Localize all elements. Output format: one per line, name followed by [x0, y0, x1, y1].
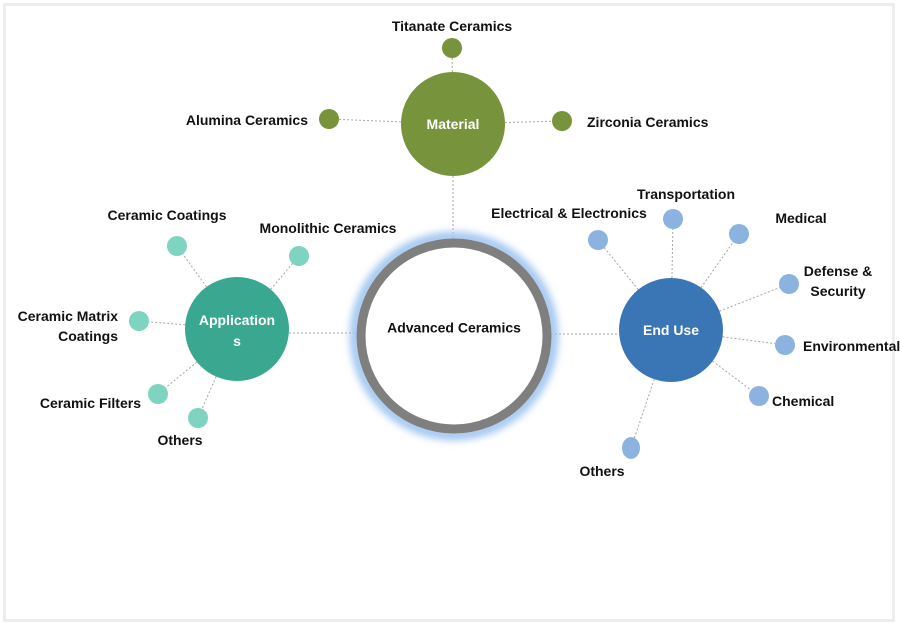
- applications-child-node: [148, 384, 168, 404]
- end-use-child-node: [749, 386, 769, 406]
- center-glow: [350, 232, 558, 440]
- end-use-child-node: [663, 209, 683, 229]
- applications-child-label: Ceramic Filters: [40, 395, 141, 411]
- end-use-hub-circle: [619, 278, 723, 382]
- material-hub-circle: [401, 72, 505, 176]
- end-use-child-label: Others: [579, 463, 624, 479]
- end-use-child-connector: [633, 379, 655, 440]
- end-use-child-label: Transportation: [637, 186, 735, 202]
- end-use-child-connector: [712, 360, 752, 391]
- center-node: Advanced Ceramics: [350, 232, 558, 440]
- material-child-node: [319, 109, 339, 129]
- end-use-child-label: Medical: [775, 210, 826, 226]
- end-use-child-node: [775, 335, 795, 355]
- material-child-label: Titanate Ceramics: [392, 18, 513, 34]
- applications-child-connector: [201, 376, 217, 410]
- end-use-child-connector: [700, 241, 734, 288]
- end-use-child-node: [779, 274, 799, 294]
- applications-child-node: [167, 236, 187, 256]
- end-use-child-connector: [603, 247, 639, 290]
- material-child-connector: [504, 120, 553, 124]
- end-use-child-node: [588, 230, 608, 250]
- applications-child-node: [129, 311, 149, 331]
- applications-hub-circle: [185, 277, 289, 381]
- applications-child-node: [188, 408, 208, 428]
- end-use-child-node: [729, 224, 749, 244]
- end-use-child-label: Chemical: [772, 393, 834, 409]
- applications-child-connector: [182, 253, 207, 288]
- end-use-child-connector: [671, 228, 674, 279]
- center-label: Advanced Ceramics: [387, 320, 521, 336]
- material-hub-label: Material: [427, 116, 480, 132]
- applications-child-label: Monolithic Ceramics: [260, 220, 397, 236]
- applications-child-node: [289, 246, 309, 266]
- material-child-label: Zirconia Ceramics: [587, 114, 709, 130]
- center-ring: [356, 238, 552, 434]
- end-use-child-label: Environmental: [803, 338, 900, 354]
- material-child-label: Alumina Ceramics: [186, 112, 308, 128]
- end-use-child-label: Electrical & Electronics: [491, 205, 647, 221]
- material-child-node: [552, 111, 572, 131]
- material-child-connector: [338, 118, 402, 123]
- material-child-node: [442, 38, 462, 58]
- end-use-hub-label: End Use: [643, 322, 699, 338]
- applications-child-label: Others: [157, 432, 202, 448]
- applications-child-connector: [148, 321, 186, 326]
- hub-end-use: Electrical & Electronics TransportationMe…: [491, 186, 900, 479]
- end-use-child-connector: [719, 287, 780, 312]
- applications-child-connector: [165, 361, 198, 389]
- end-use-child-label: Defense &Security: [804, 263, 872, 299]
- end-use-child-node: [622, 437, 640, 459]
- applications-child-connector: [270, 263, 293, 290]
- end-use-child-connector: [722, 336, 776, 345]
- applications-child-label: Ceramic Coatings: [107, 207, 226, 223]
